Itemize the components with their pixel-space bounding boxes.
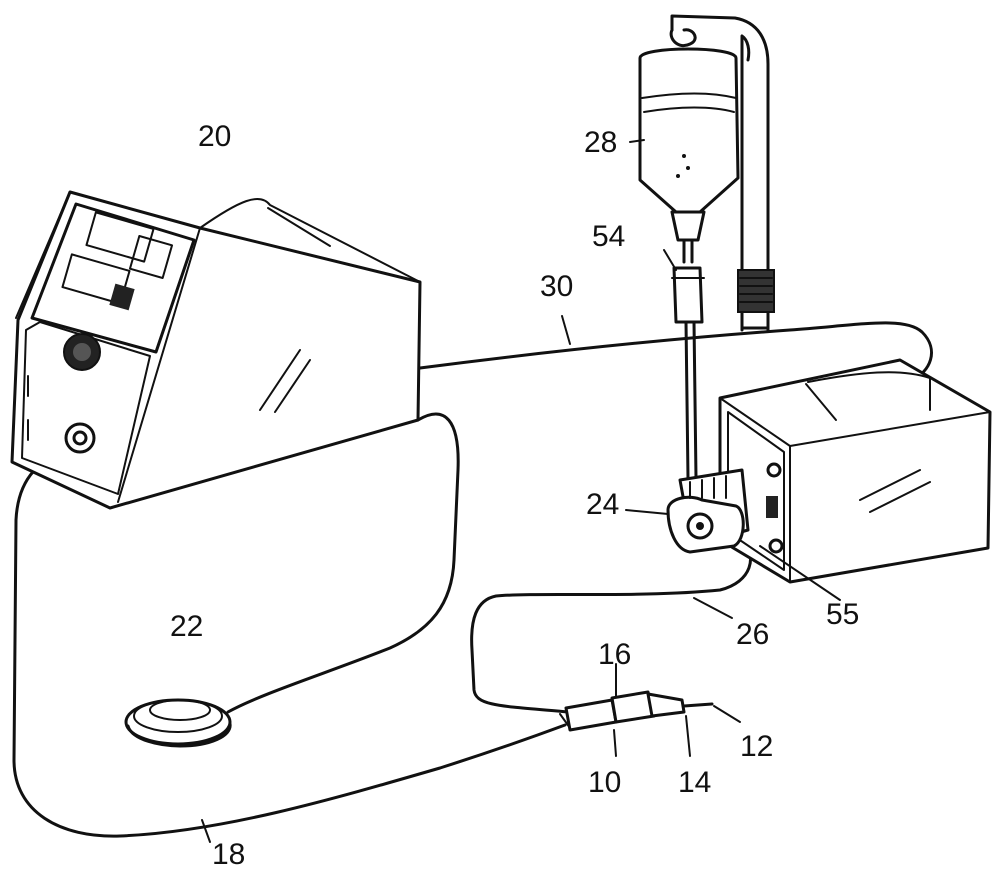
pump-head bbox=[668, 470, 748, 552]
handpiece bbox=[560, 692, 712, 730]
label-generator: 20 bbox=[198, 122, 231, 152]
tubing-26 bbox=[472, 538, 751, 712]
label-footswitch: 22 bbox=[170, 612, 203, 642]
label-tip: 12 bbox=[740, 732, 773, 762]
drip-line bbox=[686, 322, 696, 478]
label-handpiece: 16 bbox=[598, 640, 631, 670]
label-tubing: 26 bbox=[736, 620, 769, 650]
fluid-bag bbox=[640, 30, 738, 262]
clamp bbox=[672, 268, 704, 322]
generator bbox=[12, 192, 420, 508]
label-cable-30: 30 bbox=[540, 272, 573, 302]
label-fluid-bag: 28 bbox=[584, 128, 617, 158]
label-pump-head: 24 bbox=[586, 490, 619, 520]
cable-18 bbox=[14, 448, 565, 836]
label-pump-outlet: 55 bbox=[826, 600, 859, 630]
label-shaft: 14 bbox=[678, 768, 711, 798]
footswitch bbox=[126, 700, 230, 746]
label-cable-18: 18 bbox=[212, 840, 245, 870]
pump-unit bbox=[720, 360, 990, 582]
label-device: 10 bbox=[588, 768, 621, 798]
label-clamp: 54 bbox=[592, 222, 625, 252]
